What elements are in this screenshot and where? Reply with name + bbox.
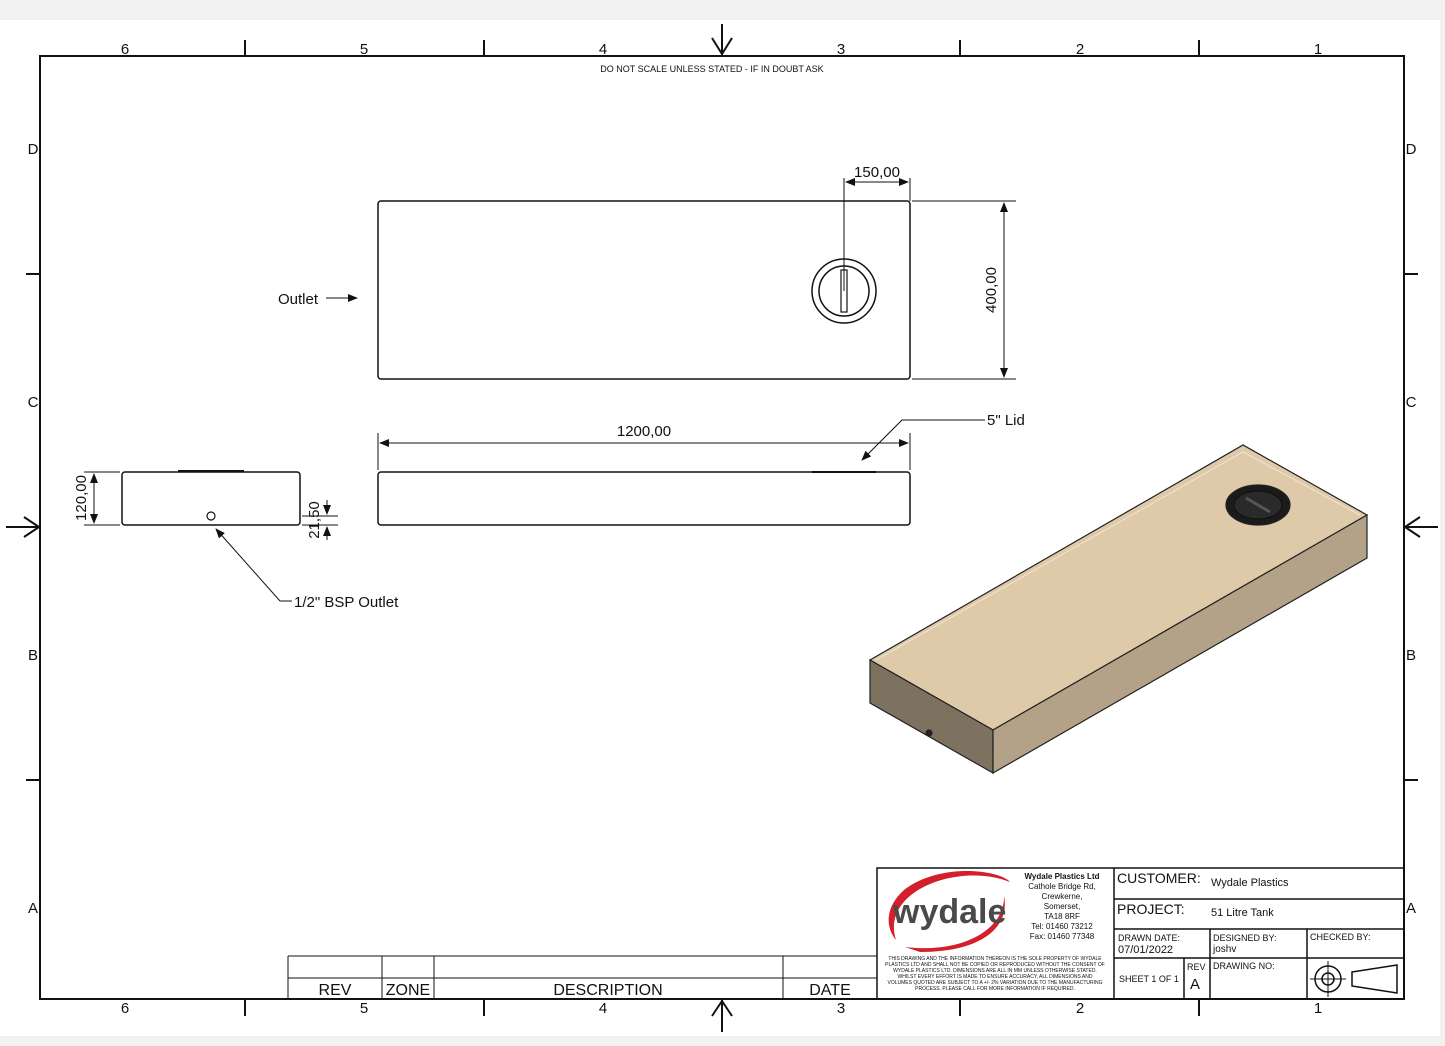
bsp-leader: [215, 528, 292, 602]
row-label-left: B: [28, 647, 38, 664]
column-label-top: 5: [360, 41, 368, 58]
title-block: [876, 867, 1405, 1000]
row-label-right: B: [1406, 647, 1416, 664]
width-value: 400,00: [983, 267, 1000, 313]
checked-by-label: CHECKED BY:: [1310, 932, 1371, 942]
company-address-line: TA18 8RF: [1044, 912, 1080, 921]
row-label-left: A: [28, 900, 38, 917]
description-header: DESCRIPTION: [553, 982, 662, 999]
drawing-no-label: DRAWING NO:: [1213, 961, 1275, 971]
company-tel: Tel: 01460 73212: [1031, 922, 1093, 931]
column-label-bottom: 5: [360, 1000, 368, 1017]
company-fax: Fax: 01460 77348: [1030, 932, 1095, 941]
company-name: Wydale Plastics Ltd: [1025, 872, 1100, 881]
zone-header: ZONE: [386, 982, 430, 999]
column-label-top: 6: [121, 41, 129, 58]
length-dimension: [377, 433, 911, 470]
drawn-date-value: 07/01/2022: [1118, 944, 1173, 956]
column-label-top: 4: [599, 41, 607, 58]
row-label-right: C: [1406, 394, 1417, 411]
company-address-line: Crewkerne,: [1042, 892, 1083, 901]
outlet-height-dimension: [302, 500, 338, 540]
rev-label: REV: [1187, 962, 1206, 972]
date-header: DATE: [809, 982, 850, 999]
disclaimer-line: WHILST EVERY EFFORT IS MADE TO ENSURE AC…: [898, 974, 1093, 980]
column-label-bottom: 1: [1314, 1000, 1322, 1017]
disclaimer-line: PLASTICS LTD AND SHALL NOT BE COPIED OR …: [885, 962, 1105, 968]
column-label-bottom: 2: [1076, 1000, 1084, 1017]
company-address-line: Cathole Bridge Rd,: [1028, 882, 1096, 891]
lid-offset-dimension: [843, 178, 911, 291]
side-view: [121, 470, 301, 526]
project-label: PROJECT:: [1117, 901, 1185, 917]
column-label-top: 2: [1076, 41, 1084, 58]
disclaimer-line: WYDALE PLASTICS LTD. DIMENSIONS ARE ALL …: [893, 968, 1097, 974]
lid-callout: 5" Lid: [987, 412, 1025, 429]
column-label-bottom: 3: [837, 1000, 845, 1017]
outlet-height-value: 21,50: [306, 501, 323, 539]
zone-ticks: [26, 40, 1418, 1016]
logo-wordmark: wydale: [892, 893, 1006, 931]
revision-table: [287, 955, 877, 999]
outlet-callout: Outlet: [278, 291, 319, 308]
drawing-sheet: 6 5 4 3 2 1 6 5 4 3 2 1 D C B A D C B A …: [0, 20, 1440, 1036]
disclaimer-line: VOLUMES QUOTED ARE SUBJECT TO A +/- 2% V…: [888, 980, 1103, 986]
row-label-left: C: [28, 394, 39, 411]
lid-leader: [861, 419, 985, 461]
disclaimer-line: THIS DRAWING AND THE INFORMATION THEREON…: [888, 956, 1102, 962]
disclaimer-line: PROCESS. PLEASE CALL FOR MORE INFORMATIO…: [915, 986, 1075, 992]
drawn-date-label: DRAWN DATE:: [1118, 933, 1180, 943]
length-value: 1200,00: [617, 423, 671, 440]
designed-by-label: DESIGNED BY:: [1213, 933, 1277, 943]
rev-value: A: [1190, 976, 1200, 993]
company-address-line: Somerset,: [1044, 902, 1080, 911]
height-dimension: [84, 471, 120, 526]
bsp-callout: 1/2" BSP Outlet: [294, 594, 399, 611]
isometric-tank: [868, 444, 1369, 775]
scale-note: DO NOT SCALE UNLESS STATED - IF IN DOUBT…: [600, 64, 823, 74]
centering-arrow-icon: [6, 24, 1438, 1032]
third-angle-projection-icon: [1310, 961, 1398, 997]
designed-by-value: joshv: [1212, 944, 1236, 955]
row-label-right: D: [1406, 141, 1417, 158]
project-value: 51 Litre Tank: [1211, 907, 1274, 919]
height-value: 120,00: [73, 475, 90, 521]
column-label-top: 1: [1314, 41, 1322, 58]
company-logo: wydale: [888, 871, 1010, 952]
column-label-bottom: 4: [599, 1000, 607, 1017]
front-view: [377, 471, 911, 526]
column-label-bottom: 6: [121, 1000, 129, 1017]
sheet-value: SHEET 1 OF 1: [1119, 974, 1179, 984]
row-label-right: A: [1406, 900, 1416, 917]
top-view: [377, 200, 911, 380]
row-label-left: D: [28, 141, 39, 158]
lid-offset-value: 150,00: [854, 164, 900, 181]
customer-value: Wydale Plastics: [1211, 877, 1289, 889]
rev-header: REV: [319, 982, 352, 999]
column-label-top: 3: [837, 41, 845, 58]
width-dimension: [912, 200, 1016, 380]
customer-label: CUSTOMER:: [1117, 870, 1201, 886]
